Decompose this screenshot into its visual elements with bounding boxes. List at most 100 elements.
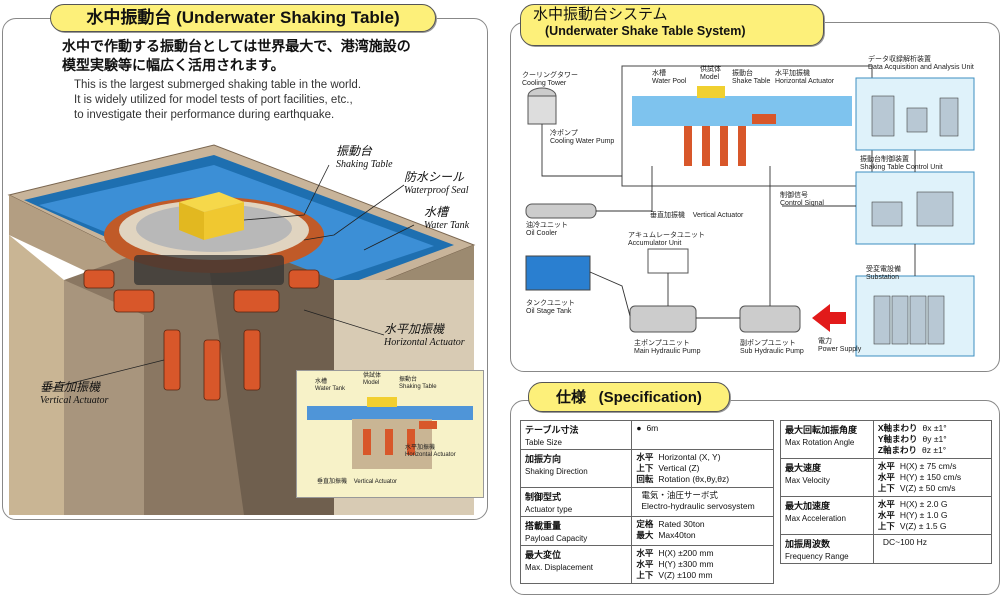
spec-value-text: Max40ton (658, 530, 696, 540)
spec-value-line: Electro-hydraulic servosystem (636, 501, 769, 512)
spec-key-jp: 制御型式 (525, 492, 562, 502)
spec-key-jp: 最大回転加振角度 (785, 425, 858, 435)
spec-key-en: Max. Displacement (525, 563, 594, 572)
spec-value-text: H(X) ± 75 cm/s (899, 461, 957, 471)
sys-label-shake-table: 振動台 Shake Table (732, 70, 771, 85)
desc-line: This is the largest submerged shaking ta… (74, 79, 362, 91)
spec-value-cell: ●6m (631, 420, 774, 450)
spec-value-text: V(Z) ±100 mm (658, 570, 713, 580)
spec-value-line: 上下 V(Z) ± 50 cm/s (878, 483, 987, 494)
spec-key-en: Actuator type (525, 505, 573, 514)
spec-value-line: Y軸まわり θy ±1° (878, 434, 987, 445)
spec-key-jp: 最大加速度 (785, 501, 831, 511)
spec-key-en: Frequency Range (785, 552, 849, 561)
spec-key-en: Shaking Direction (525, 467, 588, 476)
desc-line: to investigate their performance during … (74, 109, 335, 121)
spec-key-jp: 最大速度 (785, 463, 822, 473)
spec-value-text: H(Y) ± 1.0 G (899, 510, 948, 520)
system-diagram (525, 65, 975, 357)
spec-value-text: Rotation (θx,θy,θz) (658, 474, 730, 484)
spec-key-en: Max Velocity (785, 476, 830, 485)
spec-key-jp: 搭載重量 (525, 521, 562, 531)
spec-value-text: Horizontal (X, Y) (658, 452, 721, 462)
spec-value-text: V(Z) ± 1.5 G (899, 521, 947, 531)
spec-key-en: Max Rotation Angle (785, 438, 855, 447)
description-en: This is the largest submerged shaking ta… (74, 78, 434, 123)
sys-label-h-actuator: 水平加振機 Horizontal Actuator (775, 70, 835, 85)
spec-value-text: Rated 30ton (658, 519, 705, 529)
system-title: 水中振動台システム (Underwater Shake Table System… (520, 4, 824, 46)
inset-table-jp: 振動台 (399, 377, 418, 383)
spec-value-key: 水平 (636, 559, 654, 569)
inset-model-en: Model (363, 380, 380, 386)
sys-label-cooling-tower: クーリングタワー Cooling Tower (522, 72, 578, 87)
spec-value-key: 水平 (877, 510, 895, 520)
sys-label-main-pump: 主ポンプユニット Main Hydraulic Pump (634, 340, 701, 355)
inset-v-en: Vertical Actuator (353, 479, 398, 485)
spec-key-en: Table Size (525, 438, 562, 447)
inset-model-jp: 供試体 (363, 373, 382, 379)
spec-value-text: θy ±1° (922, 434, 947, 444)
spec-value-key: 最大 (636, 530, 654, 540)
spec-value-text: V(Z) ± 50 cm/s (899, 483, 956, 493)
system-title-jp: 水中振動台システム (533, 5, 668, 23)
spec-key-jp: 加振方向 (525, 454, 562, 464)
spec-value-text: θz ±1° (922, 445, 947, 455)
inset-table-en: Shaking Table (399, 384, 437, 390)
sys-label-substation: 受変電設備 Substation (866, 266, 901, 281)
label-waterproof-seal: 防水シール Waterproof Seal (404, 170, 469, 196)
label-horizontal-actuator: 水平加振機 Horizontal Actuator (384, 322, 465, 348)
spec-value-key: 水平 (636, 452, 654, 462)
spec-value-line: 最大 Max40ton (636, 530, 769, 541)
inset-tank-en: Water Tank (315, 386, 346, 392)
inset-tank-jp: 水槽 (315, 379, 328, 385)
spec-key-cell: 加振周波数 Frequency Range (780, 534, 874, 564)
spec-value-key: 回転 (636, 474, 654, 484)
spec-value-text: Electro-hydraulic servosystem (641, 501, 755, 511)
spec-value-key: 定格 (636, 519, 654, 529)
spec-value-key: Y軸まわり (877, 434, 918, 444)
spec-value-line: 電気・油圧サーボ式 (636, 490, 769, 501)
spec-value-key: 上下 (877, 483, 895, 493)
left-title: 水中振動台 (Underwater Shaking Table) (50, 4, 436, 32)
inset-h-en: Horizontal Actuator (405, 452, 456, 458)
spec-value-text: H(X) ± 2.0 G (899, 499, 948, 509)
spec-value-line: 回転 Rotation (θx,θy,θz) (636, 474, 769, 485)
spec-value-text: 電気・油圧サーボ式 (641, 490, 718, 500)
spec-title-jp: 仕様 (556, 388, 587, 406)
spec-value-key: 上下 (877, 521, 895, 531)
sys-label-sub-pump: 副ポンプユニット Sub Hydraulic Pump (740, 340, 804, 355)
sys-label-control-unit: 振動台制御装置 Shaking Table Control Unit (860, 156, 943, 171)
spec-value-text: θx ±1° (922, 423, 947, 433)
spec-key-cell: 最大速度 Max Velocity (780, 458, 874, 497)
spec-key-jp: 加振周波数 (785, 539, 831, 549)
inset-h-jp: 水平加振機 (405, 445, 436, 451)
spec-key-cell: 最大加速度 Max Acceleration (780, 496, 874, 535)
spec-key-en: Max Acceleration (785, 514, 846, 523)
spec-title: 仕様 (Specification) (528, 382, 730, 412)
spec-value-cell: 定格 Rated 30ton 最大 Max40ton (631, 516, 774, 546)
spec-value-line: DC~100 Hz (878, 537, 987, 548)
inset-v-jp: 垂直加振機 (317, 479, 348, 485)
sys-label-accumulator: アキュムレータユニット Accumulator Unit (628, 232, 705, 247)
spec-value-cell: DC~100 Hz (872, 534, 993, 564)
